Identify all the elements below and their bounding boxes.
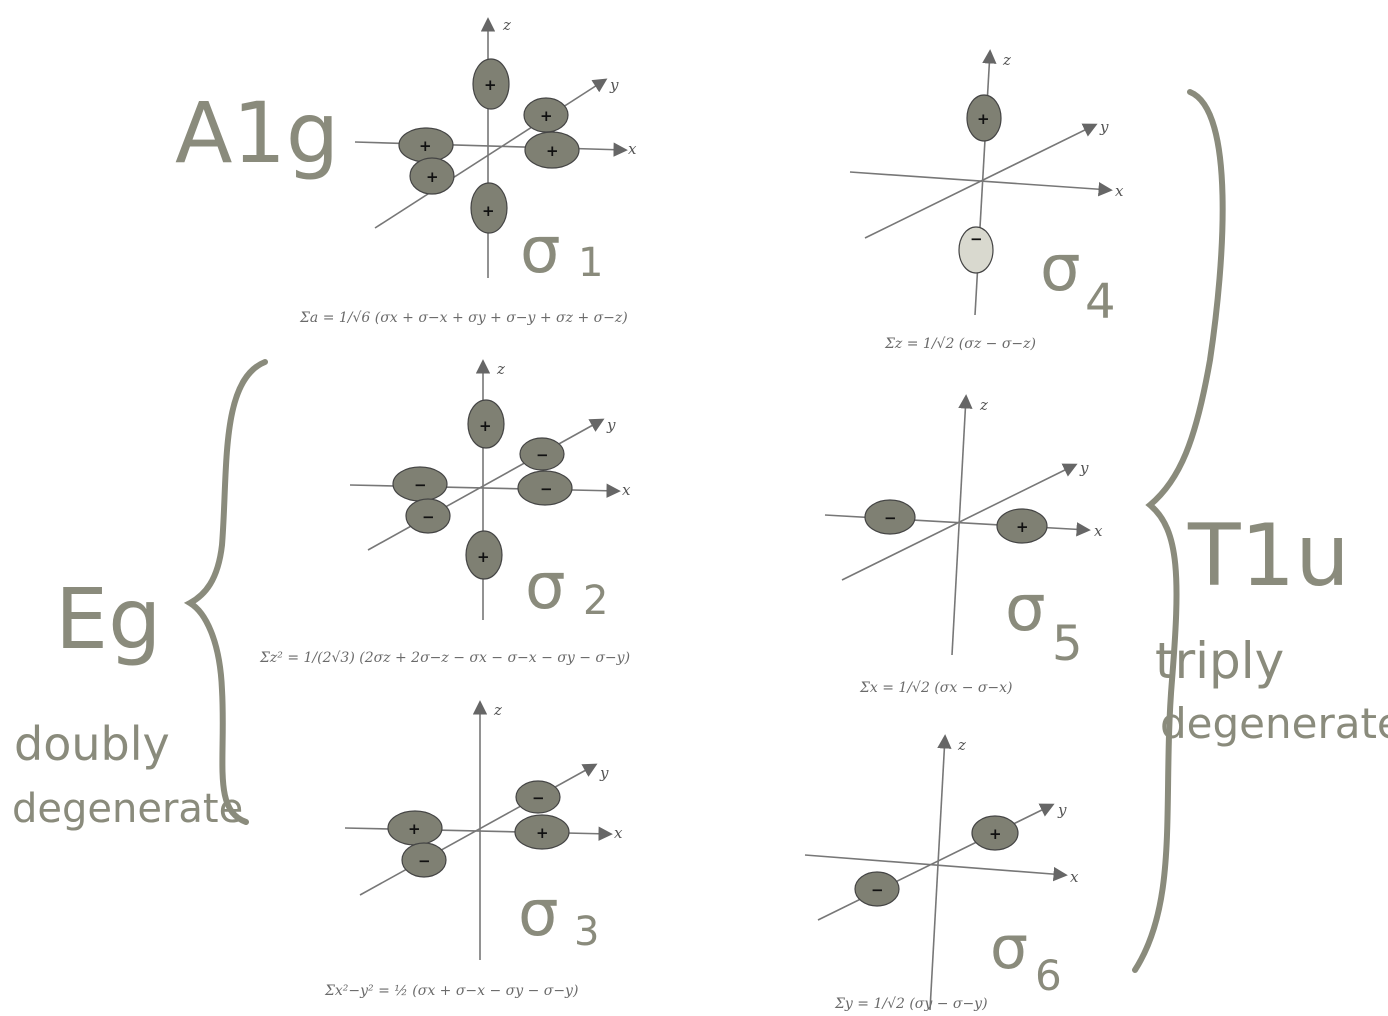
eg-note-degenerate: degenerate (12, 786, 243, 832)
diagram-sigma2: z x y + + − − − − σ 2 Σz² = 1/(2√3) (2σz… (259, 360, 631, 666)
phase-sign: + (408, 820, 421, 838)
t1u-label: T1u triply degenerate (1155, 506, 1388, 748)
x-axis-label: x (1070, 868, 1079, 886)
y-axis-label: y (609, 76, 619, 94)
phase-sign: + (546, 142, 559, 160)
salc-formula: Σz = 1/√2 (σz − σ−z) (884, 336, 1036, 352)
z-axis (952, 397, 966, 655)
sigma-index: 3 (574, 909, 599, 955)
sigma-index: 2 (583, 578, 608, 624)
salc-formula: Σx²−y² = ½ (σx + σ−x − σy − σ−y) (324, 983, 578, 999)
x-axis-label: x (1115, 182, 1124, 200)
phase-sign: + (536, 824, 549, 842)
eg-brace (190, 362, 265, 822)
sigma-symbol: σ (1005, 572, 1046, 646)
y-axis-label: y (599, 764, 609, 782)
phase-sign: + (477, 548, 490, 566)
t1u-label-text: T1u (1187, 506, 1350, 606)
sigma-symbol: σ (520, 214, 561, 288)
z-axis (930, 737, 945, 1010)
diagram-sigma1: z x y + + + + + + σ 1 Σa = 1/√6 (σx + σ−… (299, 16, 637, 326)
eg-note-doubly: doubly (14, 717, 170, 771)
phase-sign: + (977, 110, 990, 128)
y-axis-label: y (1079, 459, 1089, 477)
z-axis-label: z (502, 16, 511, 34)
eg-label-text: Eg (55, 570, 161, 668)
phase-sign: + (419, 137, 432, 155)
y-axis-label: y (606, 416, 616, 434)
y-axis (818, 805, 1052, 920)
salc-formula: Σx = 1/√2 (σx − σ−x) (859, 680, 1013, 696)
sigma-symbol: σ (518, 877, 559, 951)
x-axis-label: x (1094, 522, 1103, 540)
eg-label: Eg doubly degenerate (12, 570, 243, 832)
sigma-index: 6 (1035, 951, 1062, 1000)
x-axis (805, 855, 1065, 875)
t1u-note-degenerate: degenerate (1160, 699, 1388, 748)
diagram-sigma4: z x y + − σ 4 Σz = 1/√2 (σz − σ−z) (850, 51, 1124, 352)
sigma-index: 5 (1052, 616, 1083, 672)
phase-sign: + (484, 76, 497, 94)
phase-sign: − (422, 508, 435, 526)
diagram-sigma6: z x y + − σ 6 Σy = 1/√2 (σy − σ−y) (805, 736, 1079, 1012)
phase-sign: + (479, 417, 492, 435)
phase-sign: − (414, 476, 427, 494)
phase-sign: − (532, 789, 545, 807)
y-axis-label: y (1099, 118, 1109, 136)
phase-sign: − (871, 881, 884, 899)
sigma-index: 1 (578, 240, 603, 286)
x-axis-label: x (614, 824, 623, 842)
salc-formula: Σa = 1/√6 (σx + σ−x + σy + σ−y + σz + σ−… (299, 310, 628, 326)
diagram-sigma3: z x y + + − − σ 3 Σx²−y² = ½ (σx + σ−x −… (324, 701, 623, 999)
y-axis-label: y (1057, 801, 1067, 819)
phase-sign: − (970, 230, 983, 248)
phase-sign: + (1016, 518, 1029, 536)
phase-sign: + (482, 202, 495, 220)
x-axis-label: x (628, 140, 637, 158)
z-axis-label: z (493, 701, 502, 719)
sigma-symbol: σ (1040, 232, 1081, 306)
x-axis-label: x (622, 481, 631, 499)
phase-sign: + (426, 168, 439, 186)
sigma-symbol: σ (990, 913, 1028, 983)
z-axis-label: z (957, 736, 966, 754)
salc-formula: Σy = 1/√2 (σy − σ−y) (834, 996, 988, 1012)
a1g-label: A1g (175, 84, 339, 182)
a1g-label-text: A1g (175, 84, 339, 182)
diagram-sigma5: z x y + − σ 5 Σx = 1/√2 (σx − σ−x) (825, 396, 1103, 696)
phase-sign: − (418, 852, 431, 870)
phase-sign: + (989, 825, 1002, 843)
phase-sign: − (540, 480, 553, 498)
phase-sign: + (540, 107, 553, 125)
sigma-symbol: σ (525, 550, 566, 624)
z-axis-label: z (1002, 51, 1011, 69)
x-axis (355, 142, 625, 150)
phase-sign: − (884, 509, 897, 527)
sigma-index: 4 (1085, 274, 1116, 330)
z-axis-label: z (979, 396, 988, 414)
salc-formula: Σz² = 1/(2√3) (2σz + 2σ−z − σx − σ−x − σ… (259, 650, 630, 666)
phase-sign: − (536, 446, 549, 464)
z-axis-label: z (496, 360, 505, 378)
x-axis (345, 828, 610, 834)
